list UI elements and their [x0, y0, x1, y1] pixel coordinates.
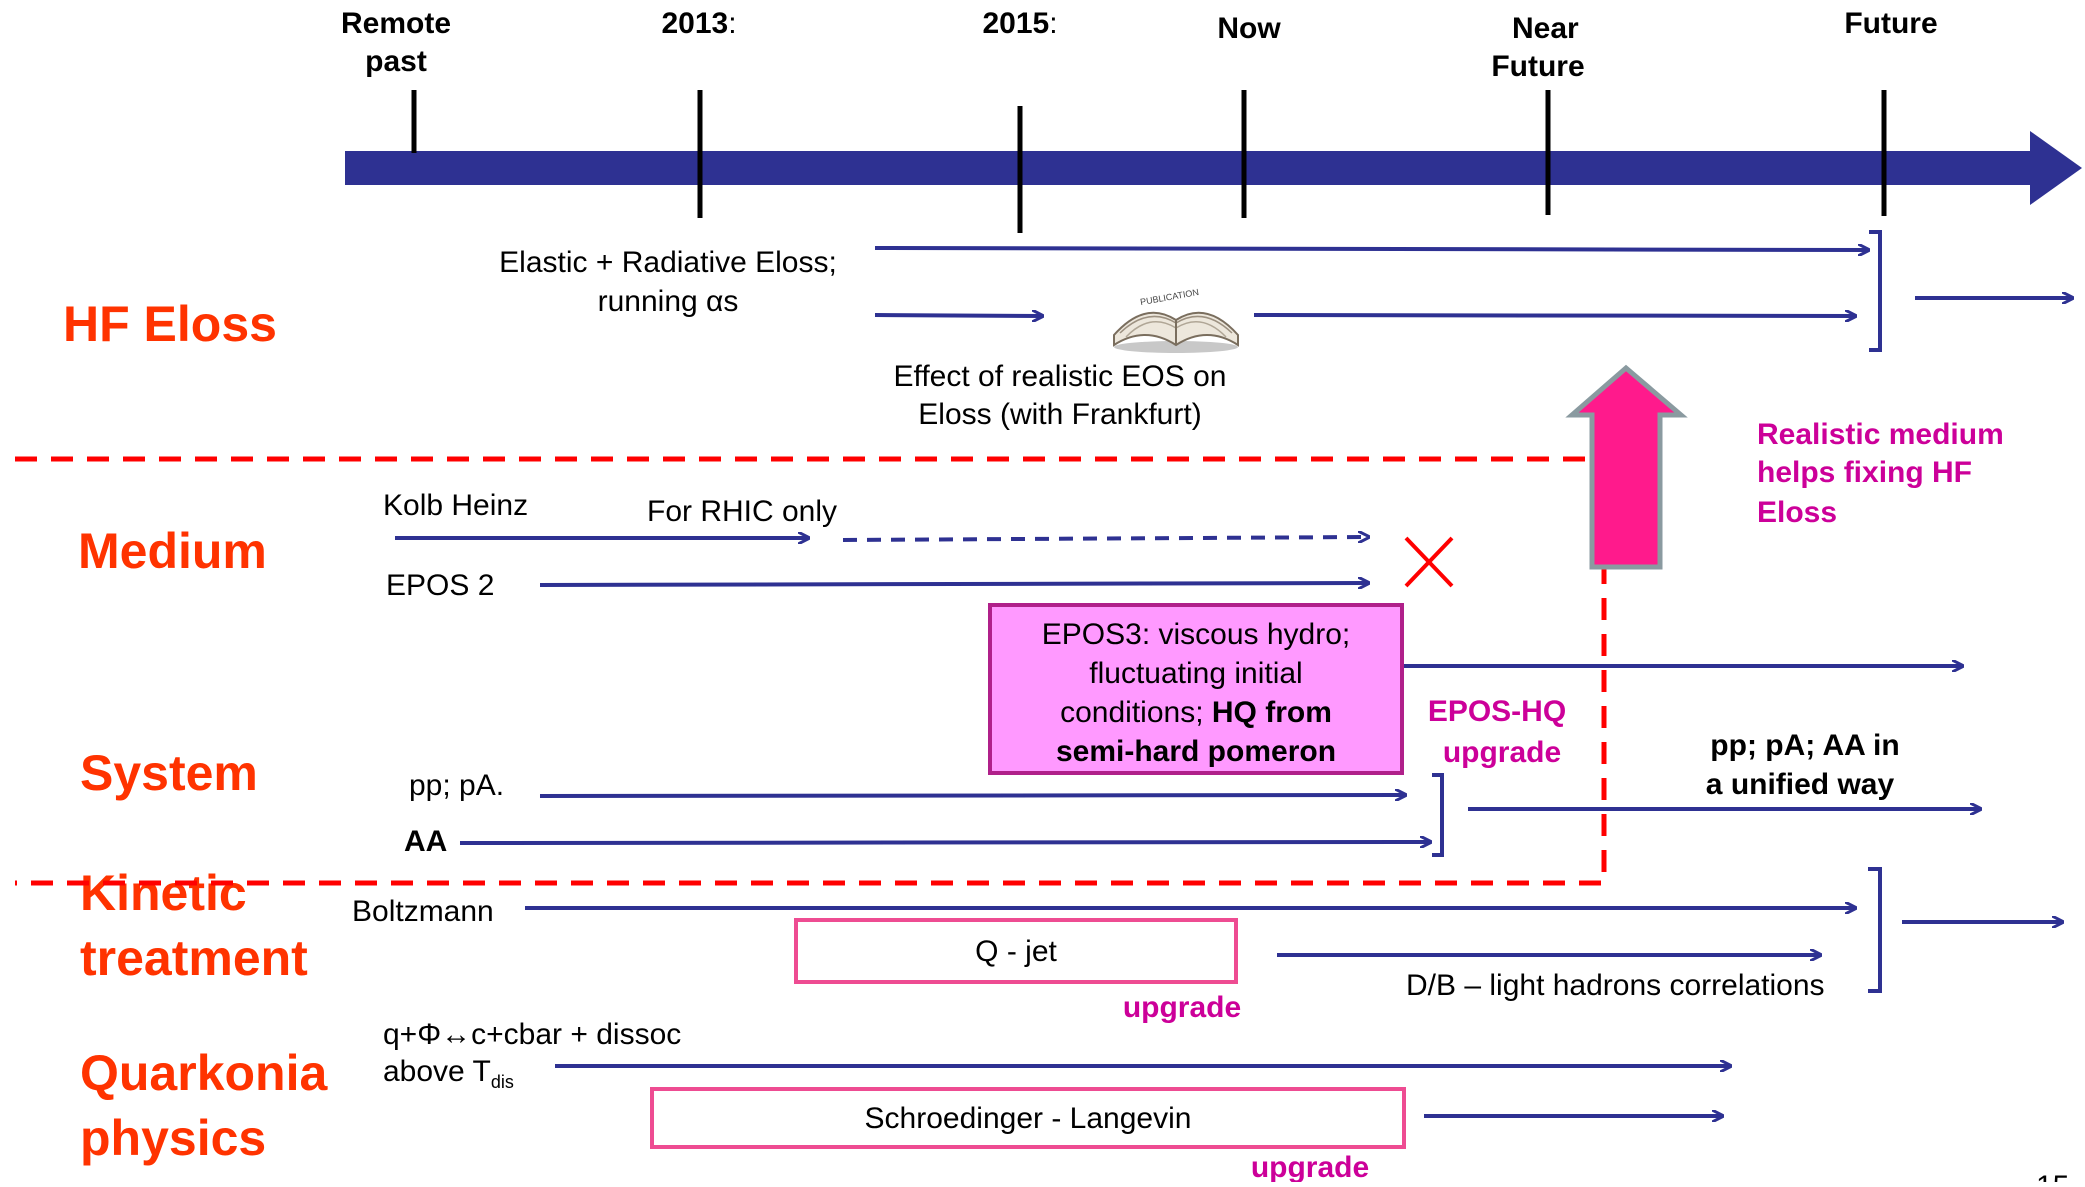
boltzmann-label: Boltzmann — [352, 895, 494, 928]
red-x-icon — [1404, 536, 1454, 588]
arrow-eos-long — [1253, 315, 1855, 316]
schroedinger-upgrade-label: upgrade — [1251, 1151, 1369, 1182]
unified-label-2: a unified way — [1706, 768, 1895, 801]
tick-label-future: Future — [1844, 7, 1937, 40]
arrow-eos-short — [874, 315, 1042, 316]
arrow-aa — [459, 842, 1430, 843]
tick-label-remote-past-1: Remote — [341, 7, 451, 40]
dashed-medium-frame — [15, 456, 1607, 886]
above-tdis-label: above Tdis — [383, 1055, 514, 1092]
elastic-label-1: Elastic + Radiative Eloss; — [499, 246, 837, 279]
epos3-line-3: conditions; HQ from — [1060, 696, 1332, 729]
timeline-ticks — [411, 90, 1887, 233]
eposhq-label-1: EPOS-HQ — [1428, 695, 1566, 728]
qjet-box: Q - jet — [794, 918, 1238, 984]
tick-label-near-future-1: Near — [1512, 12, 1579, 45]
page-number: 15 — [2036, 1170, 2069, 1182]
elastic-label-2: running αs — [598, 285, 739, 318]
tick-label-2013: 2013: — [661, 7, 736, 40]
section-medium: Medium — [78, 523, 267, 579]
publication-book-icon: PUBLICATION — [1113, 287, 1239, 353]
section-quarkonia-1: Quarkonia — [80, 1045, 328, 1101]
section-kinetic-2: treatment — [80, 930, 308, 986]
epos3-line-4: semi-hard pomeron — [1055, 735, 1337, 768]
epos2-label: EPOS 2 — [386, 569, 494, 602]
eos-label-1: Effect of realistic EOS on — [894, 360, 1227, 393]
aa-label: AA — [404, 825, 447, 858]
tick-label-2015: 2015: — [982, 7, 1057, 40]
tick-label-remote-past-2: past — [365, 45, 427, 78]
section-quarkonia-2: physics — [80, 1110, 266, 1166]
timeline-arrow — [345, 131, 2082, 205]
section-hf-eloss: HF Eloss — [63, 296, 277, 352]
correlations-label: D/B – light hadrons correlations — [1406, 969, 1825, 1002]
brace-system — [1432, 773, 1444, 857]
eos-label-2: Eloss (with Frankfurt) — [918, 398, 1201, 431]
schroedinger-box: Schroedinger - Langevin — [650, 1087, 1406, 1149]
reaction-label: q+Φ↔c+cbar + dissoc — [383, 1018, 681, 1051]
tick-label-now: Now — [1217, 12, 1281, 45]
section-kinetic-1: Kinetic — [80, 865, 247, 921]
realistic-label-3: Eloss — [1757, 496, 1837, 529]
arrow-rhic-dashed — [842, 537, 1368, 540]
qjet-label: Q - jet — [975, 935, 1057, 968]
tick-label-near-future-2: Future — [1491, 50, 1584, 83]
unified-label-1: pp; pA; AA in — [1710, 729, 1899, 762]
arrow-pp-pa — [539, 795, 1405, 796]
realistic-label-2: helps fixing HF — [1757, 456, 1972, 489]
brace-hf — [1869, 230, 1882, 352]
realistic-label-1: Realistic medium — [1757, 418, 2004, 451]
eposhq-label-2: upgrade — [1443, 736, 1561, 769]
epos3-box: EPOS3: viscous hydro; fluctuating initia… — [988, 603, 1404, 775]
arrow-epos2 — [539, 583, 1368, 585]
pp-pa-label: pp; pA. — [409, 769, 504, 802]
section-system: System — [80, 745, 258, 801]
brace-kinetic — [1868, 867, 1882, 993]
schroedinger-label: Schroedinger - Langevin — [864, 1102, 1192, 1135]
realistic-medium-up-arrow — [1565, 364, 1688, 570]
kolb-label: Kolb Heinz — [383, 489, 528, 522]
qjet-upgrade-label: upgrade — [1123, 991, 1241, 1024]
svg-text:PUBLICATION: PUBLICATION — [1139, 287, 1199, 307]
epos3-line-2: fluctuating initial — [1089, 657, 1303, 690]
epos3-line-1: EPOS3: viscous hydro; — [1041, 618, 1351, 651]
rhic-label: For RHIC only — [647, 495, 837, 528]
arrow-elastic — [874, 248, 1868, 250]
